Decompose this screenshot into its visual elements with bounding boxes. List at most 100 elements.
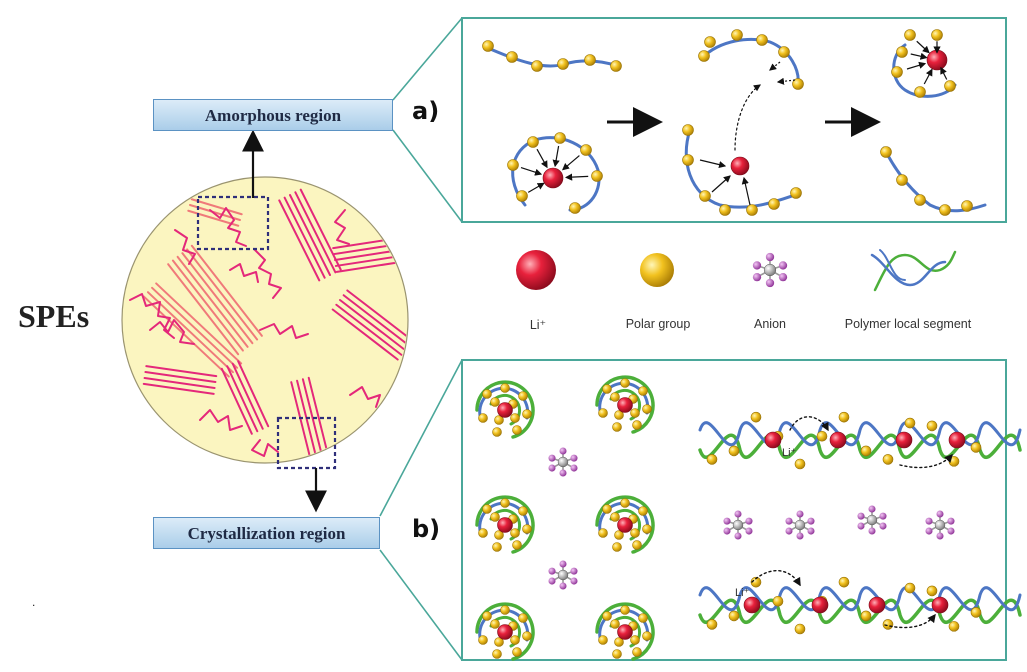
polar-group [569, 202, 581, 214]
polar-group [620, 498, 630, 508]
polar-group [516, 190, 528, 202]
polar-group [620, 605, 630, 615]
crystal-dotted-box [276, 416, 337, 470]
polar-group [512, 425, 522, 435]
coordination-arrow [923, 68, 933, 85]
polar-group [914, 194, 926, 206]
polar-group [682, 124, 694, 136]
polar-group [699, 190, 711, 202]
polar-group [610, 619, 620, 629]
legend-anion-text: Anion [754, 317, 786, 331]
polar-group [926, 585, 938, 597]
coordination-arrow [910, 52, 928, 60]
polar-group [682, 154, 694, 166]
crystalline-lamella [167, 263, 240, 356]
polar-group [706, 454, 718, 465]
li-ion [948, 431, 966, 449]
polar-group [482, 504, 492, 514]
polar-group [756, 34, 768, 46]
panel-a-tag: a) [412, 97, 440, 125]
polar-group [598, 635, 608, 645]
helix-end-view [475, 380, 535, 439]
crystalline-lamella [145, 365, 218, 378]
crystalline-lamella [334, 254, 402, 267]
polar-group [638, 386, 648, 396]
anion-molecule [752, 252, 788, 288]
panel-b-crystal [475, 375, 1022, 661]
anion-molecule [548, 560, 578, 590]
polar-group [632, 540, 642, 550]
dotted-migration-path [734, 84, 761, 151]
polar-group [630, 635, 640, 645]
polar-group [494, 530, 504, 540]
polar-group [602, 504, 612, 514]
coordination-arrow [906, 61, 927, 70]
legend-polar-icon [640, 253, 674, 287]
polar-group [506, 51, 518, 63]
polar-group [492, 427, 502, 437]
crystalline-lamella [146, 291, 234, 374]
polar-group [790, 187, 802, 199]
polar-group [490, 512, 500, 522]
amorphous-chain [199, 409, 243, 431]
polar-group [494, 415, 504, 425]
amorphous-chain [349, 386, 381, 408]
crystalline-lamella [143, 376, 216, 389]
dotted-hop-path [789, 416, 829, 432]
helix-chain-side [698, 569, 1022, 635]
polar-group [778, 46, 790, 58]
polar-group [750, 411, 762, 423]
li-ion [931, 596, 949, 614]
crystalline-lamella [335, 303, 403, 356]
polar-group [891, 66, 903, 78]
crystalline-lamella [220, 367, 253, 435]
polar-group [612, 422, 622, 432]
polar-group [948, 456, 960, 467]
li-ion [895, 431, 913, 449]
polar-group [492, 649, 502, 659]
polymer-chain [892, 43, 957, 98]
polar-group [750, 576, 762, 588]
crystalline-lamella [155, 282, 243, 365]
crystalline-lamella [342, 294, 407, 347]
panel-a-mechanism [482, 29, 987, 216]
polar-group [838, 576, 850, 588]
anion-molecule [925, 510, 955, 540]
polar-group [880, 146, 892, 158]
coordination-arrow [561, 155, 580, 171]
polar-group [527, 136, 539, 148]
crystalline-lamella [289, 194, 331, 276]
polar-group [522, 524, 532, 534]
legend-polar-text: Polar group [625, 317, 691, 331]
polar-group [614, 410, 624, 420]
polar-group [914, 86, 926, 98]
polymer-chain [700, 37, 800, 87]
polar-group [612, 542, 622, 552]
polar-group [630, 528, 640, 538]
panel-b-tag: b) [412, 515, 441, 543]
polar-group [882, 619, 894, 630]
crystallization-region-label: Crystallization region [153, 517, 380, 549]
polar-group [510, 635, 520, 645]
polar-group [939, 204, 951, 216]
polar-group [598, 408, 608, 418]
polar-group [731, 29, 743, 41]
anion-molecule [785, 510, 815, 540]
amorphous-chain [259, 323, 309, 339]
li-ion [868, 596, 886, 614]
polar-group [728, 610, 740, 622]
coordination-arrow [711, 175, 731, 193]
coordination-arrow [916, 40, 930, 54]
polar-group [494, 637, 504, 647]
polar-group [500, 383, 510, 393]
amorphous-chain [254, 249, 282, 299]
crystalline-lamella [334, 249, 401, 261]
polar-group [638, 613, 648, 623]
amorphous-chain [209, 207, 247, 247]
crystalline-lamella [144, 371, 217, 384]
polar-group [706, 619, 718, 630]
crystalline-lamella [278, 199, 321, 282]
crystalline-lamella [231, 362, 264, 430]
crystalline-lamella [290, 381, 313, 462]
